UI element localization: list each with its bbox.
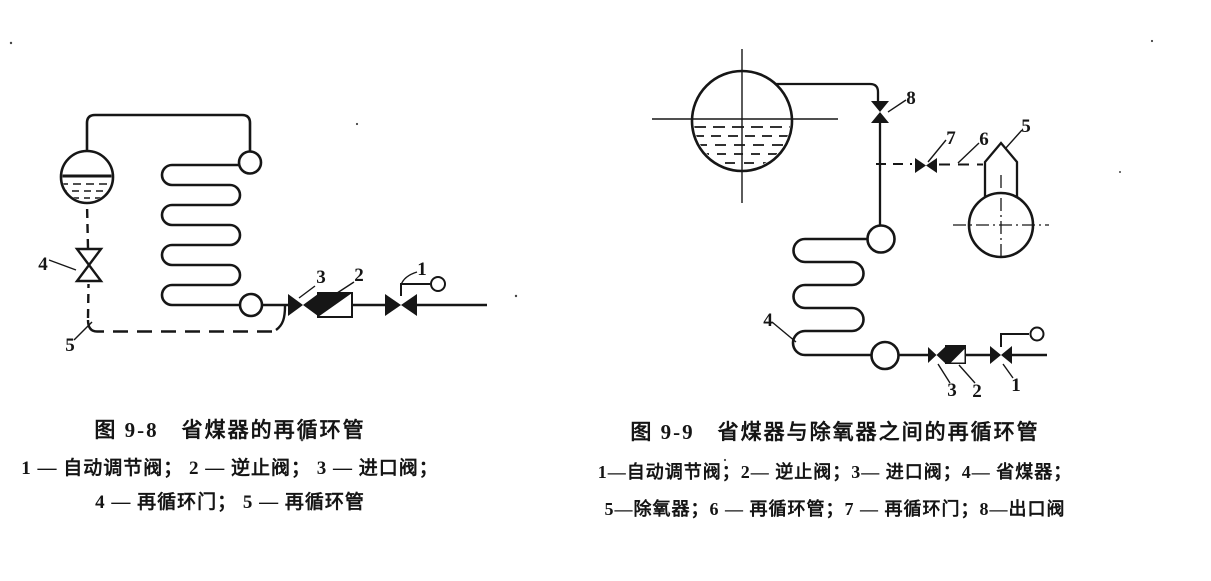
fig9-callout-4: 4 (763, 310, 773, 331)
figure-9-9-legend-line2: 5—除氧器；6 — 再循环管；7 — 再循环门；8—出口阀 (604, 499, 1066, 519)
scan-specks (9, 39, 1154, 462)
inlet-valve-symbol-right (928, 347, 945, 363)
figure-9-8-legend-line1: 1 — 自动调节阀； 2 — 逆止阀； 3 — 进口阀； (21, 458, 439, 479)
figure-9-9-title: 图 9-9 省煤器与除氧器之间的再循环管 (630, 420, 1040, 444)
inlet-valve-symbol (288, 294, 318, 316)
outlet-valve-symbol (871, 101, 889, 123)
check-valve-symbol (317, 292, 353, 318)
fig8-callout-4: 4 (38, 254, 48, 275)
auto-regulating-valve-symbol (385, 276, 446, 316)
check-valve-symbol-right (945, 345, 966, 364)
fig8-callout-2: 2 (354, 265, 364, 286)
figure-9-9-legend-line1: 1—自动调节阀；2— 逆止阀；3— 进口阀；4— 省煤器； (597, 462, 1073, 482)
fig9-callout-2: 2 (972, 381, 982, 402)
economizer-coil-right (791, 237, 872, 357)
fig9-callout-7: 7 (946, 128, 956, 149)
boiler-drum-symbol (59, 149, 115, 205)
deaerator-symbol (953, 141, 1049, 260)
figure-9-8-caption: 图 9-8 省煤器的再循环管 1 — 自动调节阀； 2 — 逆止阀； 3 — 进… (4, 417, 456, 520)
figure-9-9-caption: 图 9-9 省煤器与除氧器之间的再循环管 1—自动调节阀；2— 逆止阀；3— 进… (592, 419, 1078, 528)
fig9-callout-3: 3 (947, 380, 957, 401)
fig9-callout-1: 1 (1011, 375, 1021, 396)
economizer-outlet-pipe (775, 82, 880, 101)
fig8-leader-lines (48, 259, 418, 341)
coil-bottom-header (870, 340, 900, 371)
recirculation-line-to-deaerator (876, 158, 983, 173)
fig8-callout-3: 3 (316, 267, 326, 288)
fig8-callout-1: 1 (417, 259, 427, 280)
fig9-callout-8: 8 (906, 88, 916, 109)
figure-9-9-diagram: 8 7 6 5 4 3 2 1 (652, 49, 1049, 402)
recirculation-valve-symbol (74, 247, 104, 283)
auto-regulating-valve-symbol-right (990, 326, 1045, 364)
steam-drum-symbol (652, 49, 838, 203)
drum-to-economizer-pipe (85, 113, 252, 151)
figure-9-8-legend-line2: 4 — 再循环门； 5 — 再循环管 (95, 492, 365, 513)
fig8-callout-5: 5 (65, 335, 75, 356)
fig9-callout-5: 5 (1021, 116, 1031, 137)
coil-top-header (866, 224, 896, 254)
economizer-coil (160, 163, 242, 307)
fig9-leader-lines (771, 99, 1023, 384)
fig9-callout-6: 6 (979, 129, 989, 150)
figure-9-8-title: 图 9-8 省煤器的再循环管 (94, 418, 366, 442)
recirculation-pipe (85, 203, 287, 333)
economizer-outlet-header (238, 292, 264, 318)
economizer-inlet-header (237, 150, 263, 175)
